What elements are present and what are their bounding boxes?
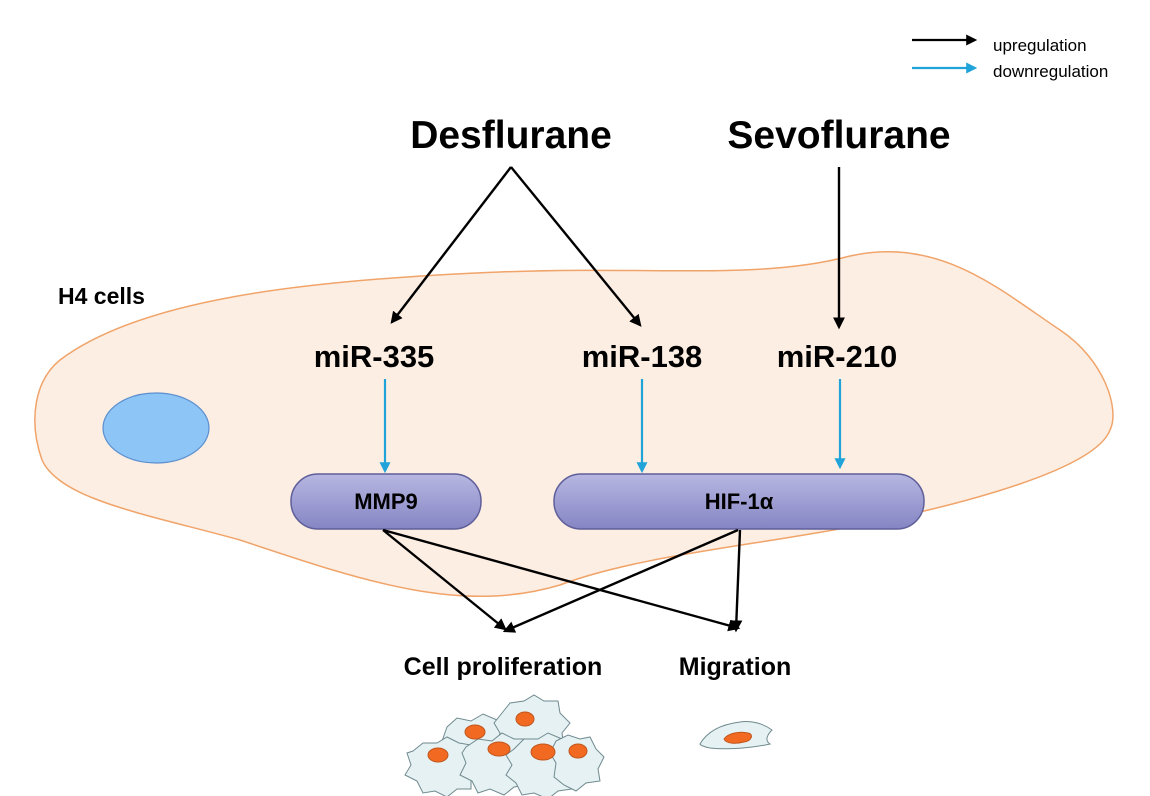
mmp9-label: MMP9: [354, 489, 418, 514]
arrow-mmp9-proliferation: [382, 529, 507, 631]
proliferating-cells-illustration: [404, 694, 605, 796]
arrow-desflurane-mir138: [510, 166, 642, 327]
small-cell: [549, 734, 605, 792]
mir335-label: miR-335: [314, 339, 435, 374]
mmp9-box: [290, 473, 482, 530]
small-nucleus: [427, 747, 449, 763]
desflurane-label: Desflurane: [410, 114, 612, 157]
mir138-label: miR-138: [582, 339, 703, 374]
arrow-desflurane-mir335: [390, 166, 512, 324]
sevoflurane-label: Sevoflurane: [727, 114, 950, 157]
h4-cells-label: H4 cells: [58, 283, 145, 309]
nucleus: [102, 392, 210, 464]
legend-up-label: upregulation: [993, 36, 1087, 55]
small-cell: [404, 736, 482, 796]
small-nucleus: [530, 743, 556, 761]
migrating-cell-illustration: [699, 721, 773, 750]
legend-down-label: downregulation: [993, 62, 1108, 81]
hif1a-box: [553, 473, 925, 530]
proliferation-label: Cell proliferation: [404, 653, 603, 681]
migration-label: Migration: [679, 653, 792, 681]
small-nucleus: [515, 711, 535, 727]
arrow-mmp9-migration: [382, 528, 741, 632]
mir210-label: miR-210: [777, 339, 898, 374]
small-nucleus: [464, 724, 486, 740]
small-nucleus: [487, 741, 511, 757]
migrating-nucleus: [723, 731, 752, 744]
arrow-hif1a-migration: [730, 529, 743, 633]
legend: upregulation downregulation: [912, 34, 1108, 81]
hif1a-label: HIF-1α: [705, 489, 774, 514]
small-nucleus: [568, 743, 588, 759]
arrow-hif1a-proliferation: [502, 528, 739, 633]
